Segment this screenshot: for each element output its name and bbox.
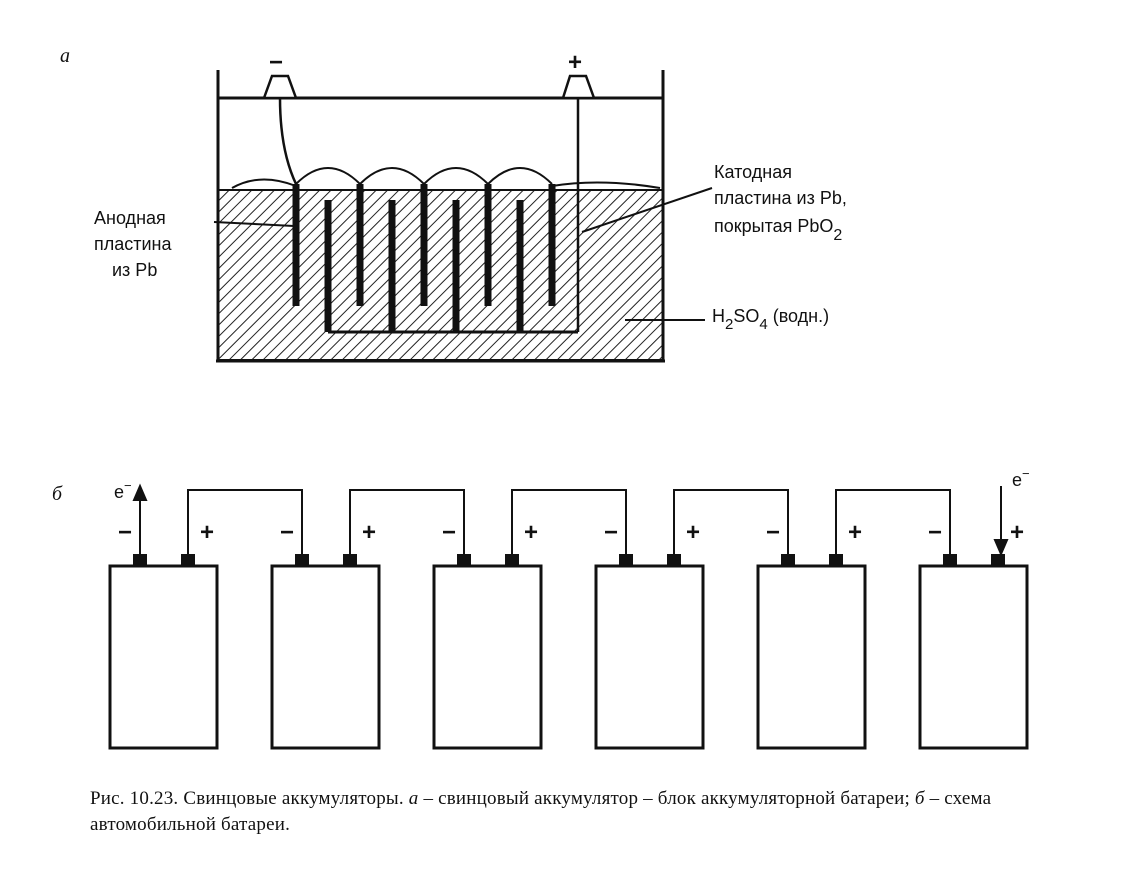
positive-post-5 (829, 554, 843, 566)
plus-sign-1: + (200, 519, 214, 546)
cell-signs: − + − + − + − + − + − + (118, 519, 1024, 546)
panel-b-letter: б (52, 483, 63, 505)
caption-b: б (914, 788, 925, 809)
plus-sign-3: + (524, 519, 538, 546)
electrolyte-label: H2SO4 (водн.) (712, 306, 829, 333)
plus-sign-4: + (686, 519, 700, 546)
negative-post-2 (295, 554, 309, 566)
minus-sign-5: − (766, 519, 780, 546)
plus-sign-2: + (362, 519, 376, 546)
battery-cell-6 (918, 564, 1029, 750)
negative-post-3 (457, 554, 471, 566)
anode-label-line2: пластина (94, 234, 173, 254)
bubble-arcs (231, 167, 661, 189)
minus-sign-1: − (118, 519, 132, 546)
minus-sign-4: − (604, 519, 618, 546)
cathode-leader (581, 187, 713, 233)
anode-leader (213, 221, 295, 227)
battery-cell-1 (108, 564, 219, 750)
caption-part3: – схема автомобильной батареи. (90, 788, 992, 835)
positive-post-4 (667, 554, 681, 566)
positive-post-1 (181, 554, 195, 566)
minus-sign-a: − (269, 49, 283, 76)
cathode-label-sub: 2 (833, 227, 842, 244)
minus-sign-3: − (442, 519, 456, 546)
battery-cell-3 (432, 564, 543, 750)
electrolyte-so: SO (733, 306, 759, 326)
electrolyte-aq: (водн.) (768, 306, 829, 326)
electrolyte-h: H (712, 306, 725, 326)
cell-connectors (187, 489, 951, 554)
plus-sign-6: + (1010, 519, 1024, 546)
negative-terminal (262, 74, 298, 100)
cathode-label-line2: пластина из Pb, (714, 188, 847, 208)
electron-out-arrow (132, 483, 148, 560)
negative-post-5 (781, 554, 795, 566)
electrolyte-h2so4 (217, 189, 664, 361)
anode-plates (292, 184, 556, 306)
minus-sign-6: − (928, 519, 942, 546)
battery-cell-5 (756, 564, 867, 750)
positive-post-6 (991, 554, 1005, 566)
battery-cell-4 (594, 564, 705, 750)
panel-a-letter: a (60, 45, 70, 67)
electrolyte-sub4: 4 (759, 316, 767, 333)
connector-3 (511, 489, 627, 554)
caption-part1: Рис. 10.23. Свинцовые аккумуляторы. (90, 788, 409, 809)
anode-label: Анодная пластина из Pb (94, 208, 177, 280)
connector-1 (187, 489, 303, 554)
positive-post-2 (343, 554, 357, 566)
caption-part2: – свинцовый аккумулятор – блок аккумулят… (418, 788, 915, 809)
cathode-plates (324, 200, 524, 332)
plus-sign-a: + (568, 49, 582, 76)
electrolyte-sub2: 2 (725, 316, 733, 333)
plus-sign-5: + (848, 519, 862, 546)
cathode-label: Катодная пластина из Pb, покрытая PbO2 (714, 162, 852, 244)
caption-a: а (408, 788, 419, 809)
connector-4 (673, 489, 789, 554)
positive-post-3 (505, 554, 519, 566)
negative-post-6 (943, 554, 957, 566)
cathode-label-line3: покрытая PbO (714, 216, 833, 236)
anode-label-line1: Анодная (94, 208, 166, 228)
minus-sign-2: − (280, 519, 294, 546)
connector-2 (349, 489, 465, 554)
negative-post-4 (619, 554, 633, 566)
connector-5 (835, 489, 951, 554)
anode-wire (278, 97, 298, 185)
battery-cell-2 (270, 564, 381, 750)
cathode-label-line1: Катодная (714, 162, 792, 182)
electron-in-arrow (993, 486, 1009, 557)
battery-cells (108, 554, 1029, 750)
anode-label-line3: из Pb (112, 260, 157, 280)
electron-in-label: e− (1012, 466, 1030, 490)
electron-out-label: e− (114, 478, 132, 502)
figure-caption: Рис. 10.23. Свинцовые аккумуляторы. а – … (90, 786, 1070, 838)
positive-terminal (561, 74, 596, 100)
